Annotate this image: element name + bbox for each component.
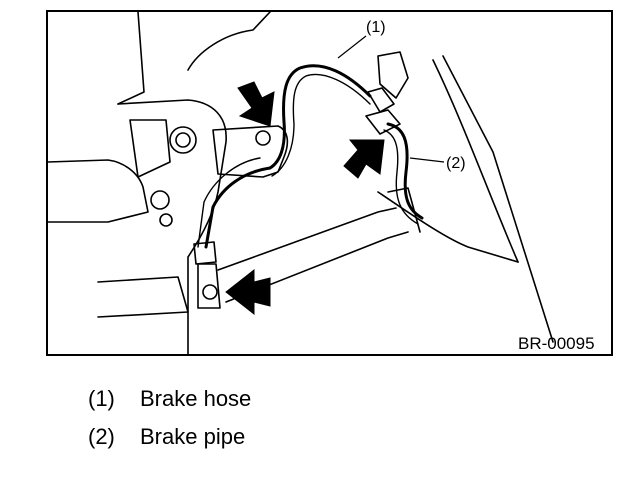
arrow-upper-bracket	[237, 81, 275, 127]
legend-number: (2)	[88, 424, 115, 449]
body-outline-top-left	[117, 12, 145, 105]
bracket-bolt	[255, 130, 271, 146]
brake-hose	[268, 64, 372, 170]
body-outline-lower-right	[377, 191, 519, 263]
lower-hose-inner	[197, 157, 261, 248]
clip-tab	[377, 51, 409, 99]
knuckle-inner	[129, 119, 171, 178]
suspension-arm-top	[217, 207, 397, 271]
leader-line-2	[409, 157, 445, 163]
hose-fitting-upper	[367, 87, 395, 113]
body-outline-wheelwell	[432, 59, 519, 263]
mount-bolt-hole	[169, 126, 197, 154]
brake-line-illustration: (1) (2) BR-00095	[48, 12, 595, 354]
lower-bolt-inner	[159, 213, 173, 227]
brake-pipe	[386, 122, 424, 220]
lower-fitting	[193, 241, 217, 265]
body-outline-right-edge	[442, 55, 554, 343]
caliper-connector	[197, 263, 221, 309]
caliper-bolt	[202, 284, 218, 300]
brake-hose-inner	[271, 73, 371, 177]
body-outline-upper	[187, 12, 271, 71]
brake-pipe-inner	[383, 129, 419, 225]
arrow-pipe-joint	[343, 139, 385, 179]
lower-arm-left	[97, 276, 189, 318]
legend-number: (1)	[88, 386, 115, 411]
suspension-arm-end	[387, 187, 421, 233]
figure-frame: (1) (2) BR-00095	[46, 10, 613, 356]
joint-block	[365, 109, 401, 135]
legend-label: Brake pipe	[140, 424, 246, 449]
lower-link-left	[48, 159, 149, 223]
lower-bolt	[150, 190, 170, 210]
legend-item-brake-pipe: (2) Brake pipe	[88, 424, 245, 450]
callout-1: (1)	[366, 19, 386, 36]
arrow-caliper	[225, 268, 271, 316]
callout-2: (2)	[446, 155, 466, 172]
leader-line-1	[337, 35, 367, 59]
hose-bracket	[212, 125, 289, 178]
suspension-arm-bottom	[225, 231, 409, 303]
legend-item-brake-hose: (1) Brake hose	[88, 386, 251, 412]
lower-hose	[204, 166, 272, 249]
figure-code: BR-00095	[518, 334, 595, 353]
legend-label: Brake hose	[140, 386, 252, 411]
mount-bolt-hole-inner	[175, 132, 191, 148]
